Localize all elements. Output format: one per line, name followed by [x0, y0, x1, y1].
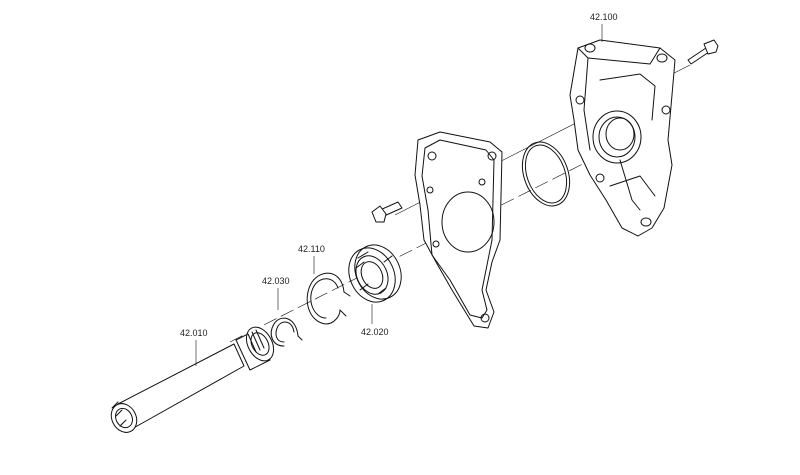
- label-42030: 42.030: [262, 276, 290, 286]
- gasket: [414, 131, 503, 329]
- label-42020: 42.020: [361, 327, 389, 337]
- housing-cover-42100: [569, 39, 676, 237]
- o-ring: [521, 141, 571, 207]
- shaft-42010: [110, 326, 275, 433]
- bolt-gasket: [371, 201, 403, 223]
- label-42110: 42.110: [298, 244, 325, 254]
- label-42010: 42.010: [180, 328, 208, 338]
- label-42100: 42.100: [590, 12, 618, 22]
- bolt-upper-right: [687, 39, 719, 65]
- snap-ring-42030: [270, 317, 303, 347]
- circlip-42110: [306, 272, 351, 325]
- bearing-42020: [348, 244, 402, 303]
